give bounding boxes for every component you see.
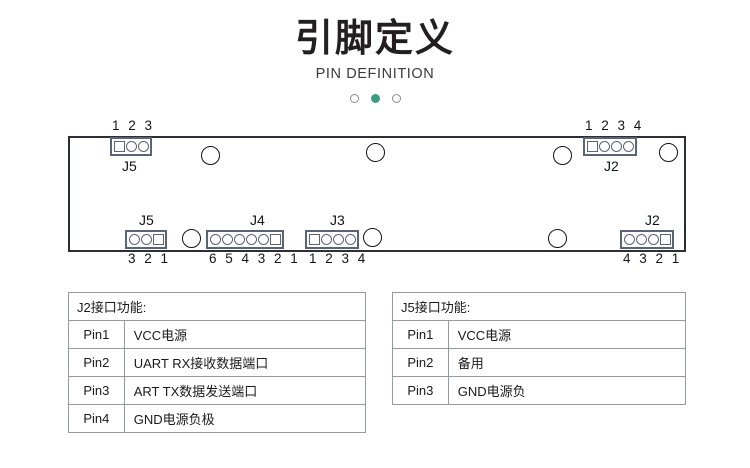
- pin-3: [610, 141, 622, 152]
- table-j5-pin-functions: J5接口功能: Pin1 VCC电源 Pin2 备用 Pin3 GND电源负: [392, 292, 687, 405]
- pin-label: Pin3: [392, 376, 449, 405]
- table-row-header: J5接口功能:: [392, 292, 686, 321]
- pin-description: UART RX接收数据端口: [123, 348, 367, 377]
- connector-j5-bottom-label: J5: [139, 212, 154, 228]
- mounting-hole-bottom-3: [548, 229, 567, 248]
- mounting-hole-top-1: [201, 146, 220, 165]
- carousel-dot-3[interactable]: [391, 94, 401, 103]
- pin-1: [308, 234, 320, 245]
- table-row: Pin2 UART RX接收数据端口: [68, 348, 367, 377]
- connector-j2-bottom[interactable]: [620, 230, 674, 249]
- carousel-dot-2-active[interactable]: [370, 94, 380, 103]
- pin-description: ART TX数据发送端口: [123, 376, 367, 405]
- table-j5-header: J5接口功能:: [392, 292, 686, 321]
- table-row: Pin1 VCC电源: [68, 320, 367, 349]
- connector-j5-bottom-pin-numbers: 3 2 1: [128, 251, 171, 266]
- pin-3: [137, 141, 149, 152]
- pin-1: [113, 141, 125, 152]
- table-row: Pin3 GND电源负: [392, 376, 687, 405]
- connector-j5-top-pin-numbers: 1 2 3: [112, 118, 155, 133]
- mounting-hole-top-4: [659, 143, 678, 162]
- carousel-dots: [0, 94, 750, 103]
- page-title: 引脚定义: [294, 18, 455, 60]
- pin-label: Pin3: [68, 376, 125, 405]
- connector-j2-top-label: J2: [604, 158, 619, 174]
- table-j2-pin-functions: J2接口功能: Pin1 VCC电源 Pin2 UART RX接收数据端口 Pi…: [68, 292, 367, 433]
- pin-4: [623, 234, 635, 245]
- connector-j4[interactable]: [206, 230, 284, 249]
- pin-2: [598, 141, 610, 152]
- connector-j2-top-pin-numbers: 1 2 3 4: [585, 118, 644, 133]
- connector-j5-top-label: J5: [122, 158, 137, 174]
- pin-description: GND电源负极: [123, 404, 367, 433]
- pin-1: [659, 234, 671, 245]
- pin-description: GND电源负: [447, 376, 687, 405]
- table-row: Pin3 ART TX数据发送端口: [68, 376, 367, 405]
- pin-2: [140, 234, 152, 245]
- table-row: Pin4 GND电源负极: [68, 404, 367, 433]
- connector-j4-pin-numbers: 6 5 4 3 2 1: [209, 251, 301, 266]
- connector-j4-label: J4: [250, 212, 265, 228]
- pin-1: [269, 234, 281, 245]
- page-subtitle: PIN DEFINITION: [315, 66, 435, 82]
- pin-3: [245, 234, 257, 245]
- pin-3: [332, 234, 344, 245]
- pin-1: [586, 141, 598, 152]
- pin-label: Pin2: [68, 348, 125, 377]
- connector-j2-bottom-pin-numbers: 4 3 2 1: [623, 251, 682, 266]
- pin-description: 备用: [447, 348, 687, 377]
- pin-2: [647, 234, 659, 245]
- pin-3: [635, 234, 647, 245]
- mounting-hole-top-2: [366, 143, 385, 162]
- connector-j5-bottom[interactable]: [125, 230, 167, 249]
- connector-j3-pin-numbers: 1 2 3 4: [309, 251, 368, 266]
- pin-label: Pin2: [392, 348, 449, 377]
- pin-1: [152, 234, 164, 245]
- pin-2: [125, 141, 137, 152]
- pin-6: [209, 234, 221, 245]
- pin-4: [622, 141, 634, 152]
- connector-j3-label: J3: [330, 212, 345, 228]
- pin-description: VCC电源: [123, 320, 367, 349]
- pin-2: [257, 234, 269, 245]
- connector-j5-top[interactable]: [110, 137, 152, 156]
- table-row: Pin1 VCC电源: [392, 320, 687, 349]
- pin-2: [320, 234, 332, 245]
- mounting-hole-top-3: [553, 146, 572, 165]
- mounting-hole-bottom-1: [182, 229, 201, 248]
- pin-4: [233, 234, 245, 245]
- pin-label: Pin1: [392, 320, 449, 349]
- carousel-dot-1[interactable]: [349, 94, 359, 103]
- pin-4: [344, 234, 356, 245]
- mounting-hole-bottom-2: [363, 228, 382, 247]
- table-j2-header: J2接口功能:: [68, 292, 366, 321]
- pin-5: [221, 234, 233, 245]
- pin-description: VCC电源: [447, 320, 687, 349]
- table-row: Pin2 备用: [392, 348, 687, 377]
- connector-j2-top[interactable]: [583, 137, 637, 156]
- pin-3: [128, 234, 140, 245]
- page-header: 引脚定义 PIN DEFINITION: [0, 0, 750, 103]
- connector-j2-bottom-label: J2: [645, 212, 660, 228]
- pin-label: Pin1: [68, 320, 125, 349]
- table-row-header: J2接口功能:: [68, 292, 366, 321]
- connector-j3[interactable]: [305, 230, 359, 249]
- pin-label: Pin4: [68, 404, 125, 433]
